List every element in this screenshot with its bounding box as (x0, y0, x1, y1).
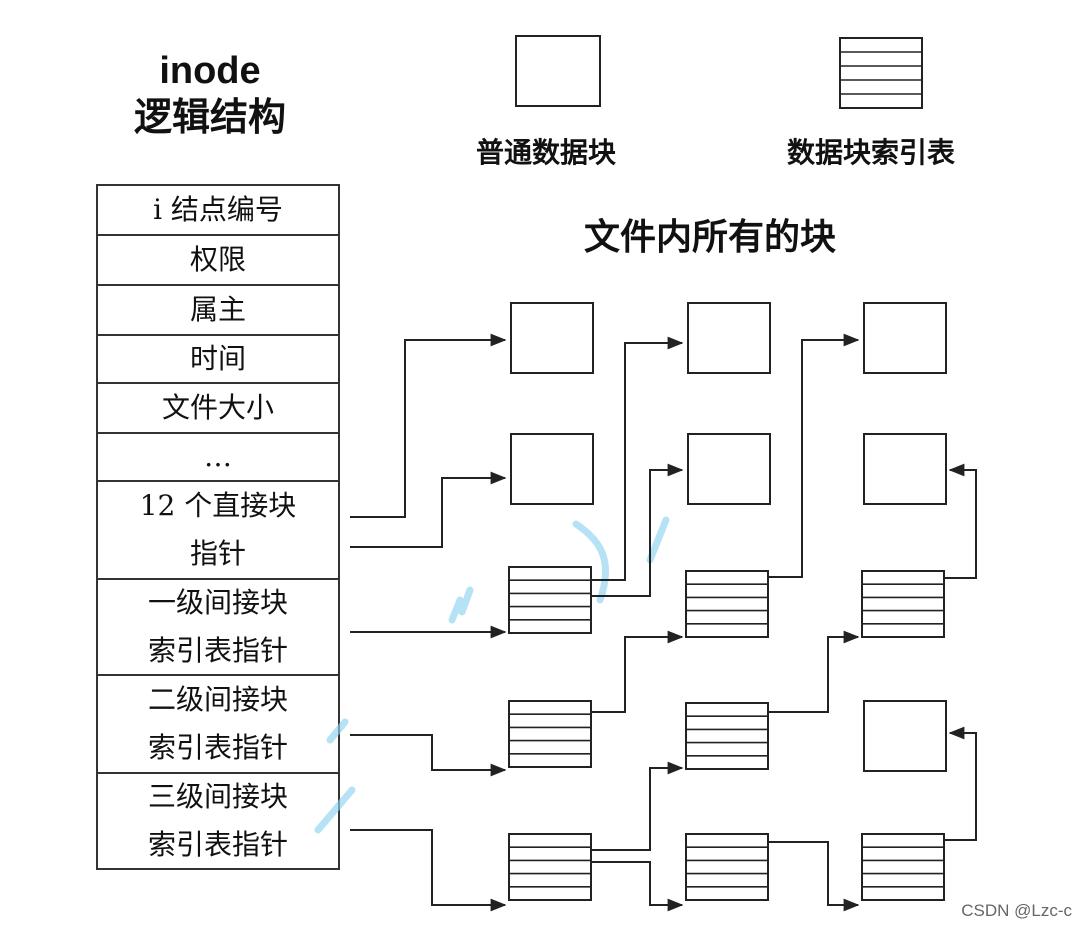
index-entry-arrow (768, 333, 860, 578)
inode-row-node-number: i 结点编号 (98, 186, 338, 236)
direct-pointer-arrow (350, 471, 507, 548)
index-table-block (861, 833, 945, 901)
inode-row-label: 属主 (189, 293, 246, 326)
inode-row-label: 权限 (189, 243, 246, 276)
index-table-block (685, 702, 769, 770)
index-table-block (508, 700, 592, 768)
inode-row-label: 文件大小 (161, 391, 274, 424)
data-block (863, 302, 947, 374)
inode-row-label: 二级间接块 索引表指针 (147, 683, 288, 764)
inode-row-label: i 结点编号 (153, 193, 283, 226)
inode-row-label: 时间 (189, 342, 246, 375)
data-block (863, 433, 947, 505)
inode-row-label: 一级间接块 索引表指针 (147, 586, 288, 667)
index-entry-arrow (944, 463, 977, 579)
inode-row-ellipsis: … (98, 434, 338, 482)
inode-row-owner: 属主 (98, 286, 338, 336)
index-table-block (685, 833, 769, 901)
double-indirect-arrow (350, 734, 507, 777)
index-entry-arrow (591, 630, 684, 713)
index-table-block (861, 570, 945, 638)
legend-index-table-icon (839, 37, 923, 109)
index-entry-arrow (944, 726, 977, 841)
index-entry-arrow (591, 463, 684, 597)
triple-indirect-arrow (350, 829, 507, 912)
index-table-block (508, 833, 592, 901)
pointer-arrows (350, 333, 977, 912)
inode-table: i 结点编号 权限 属主 时间 文件大小 … 12 个直接块 指针 一级间接块 … (96, 184, 340, 870)
data-block (510, 302, 594, 374)
inode-row-permissions: 权限 (98, 236, 338, 286)
data-block (687, 302, 771, 374)
index-table-block (508, 566, 592, 634)
data-block (510, 433, 594, 505)
index-entry-arrow (591, 336, 684, 581)
watermark-strokes (314, 516, 670, 834)
legend-plain-block-label: 普通数据块 (476, 136, 617, 169)
data-block (863, 700, 947, 772)
inode-row-label: … (204, 440, 232, 473)
inode-row-label: 三级间接块 索引表指针 (147, 780, 288, 861)
index-entry-arrow (591, 761, 684, 851)
index-entry-arrow (768, 630, 860, 713)
index-entry-arrow (768, 841, 860, 912)
inode-row-label: 12 个直接块 指针 (139, 489, 297, 570)
index-table-block (685, 570, 769, 638)
data-block (687, 433, 771, 505)
legend-plain-block-icon (515, 35, 601, 107)
index-entry-arrow (591, 861, 684, 912)
diagram-title-line2: 逻辑结构 (133, 95, 286, 139)
direct-pointer-arrow (350, 333, 507, 518)
inode-row-direct-pointers: 12 个直接块 指针 (98, 482, 338, 580)
watermark-text: CSDN @Lzc-c (961, 901, 1072, 920)
inode-row-single-indirect: 一级间接块 索引表指针 (98, 580, 338, 676)
diagram-title-line1: inode (159, 50, 261, 92)
inode-row-triple-indirect: 三级间接块 索引表指针 (98, 774, 338, 868)
inode-row-double-indirect: 二级间接块 索引表指针 (98, 676, 338, 774)
section-title: 文件内所有的块 (583, 217, 836, 258)
inode-row-file-size: 文件大小 (98, 384, 338, 434)
inode-row-time: 时间 (98, 336, 338, 384)
legend-index-table-label: 数据块索引表 (787, 136, 956, 169)
